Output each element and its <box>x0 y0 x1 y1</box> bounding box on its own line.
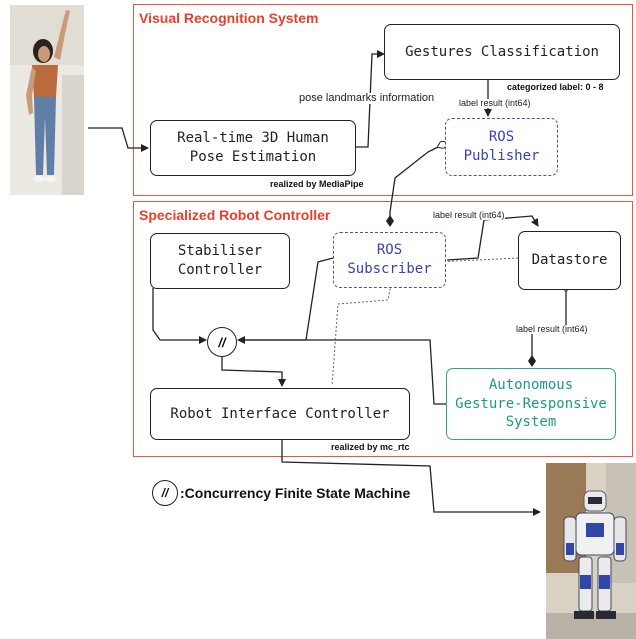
legend-text: :Concurrency Finite State Machine <box>180 485 411 501</box>
human-operator-photo <box>10 5 84 195</box>
visual-recognition-title: Visual Recognition System <box>139 10 319 26</box>
edge-photo-to-pose <box>88 127 149 152</box>
mc-rtc-note: realized by mc_rtc <box>331 442 410 452</box>
concurrency-fsm-node: // <box>207 327 237 357</box>
robot-interface-node: Robot Interface Controller <box>150 388 410 440</box>
mediapipe-note: realized by MediaPipe <box>270 179 364 189</box>
categorized-label-note: categorized label: 0 - 8 <box>507 82 604 92</box>
label-result-autonomous: label result (int64) <box>516 324 588 334</box>
edge-publisher-to-subscriber <box>390 147 438 226</box>
edge-robot-to-photo <box>281 439 541 516</box>
edge-datastore-to-robot-dotted <box>331 257 519 387</box>
edge-subscriber-to-datastore <box>446 215 539 261</box>
robot-controller-group <box>133 201 633 457</box>
ros-publisher-node: ROS Publisher <box>445 118 558 176</box>
edge-autonomous-to-cfsm <box>240 339 446 405</box>
edge-cfsm-to-robot <box>221 356 286 387</box>
stabiliser-controller-node: Stabiliser Controller <box>150 233 290 289</box>
visual-recognition-group <box>133 4 633 196</box>
pose-landmarks-label: pose landmarks information <box>299 92 435 104</box>
label-result-publisher: label result (int64) <box>459 98 531 108</box>
autonomous-gesture-node: Autonomous Gesture-Responsive System <box>446 368 616 440</box>
gestures-classification-node: Gestures Classification <box>384 24 620 80</box>
edge-stabiliser-to-cfsm <box>152 288 207 344</box>
label-result-datastore: label result (int64) <box>433 210 505 220</box>
robot-controller-title: Specialized Robot Controller <box>139 207 331 223</box>
legend-cfsm-icon: // <box>152 480 178 506</box>
humanoid-robot-photo <box>546 463 636 639</box>
pose-estimation-node: Real-time 3D Human Pose Estimation <box>150 120 356 176</box>
ros-subscriber-node: ROS Subscriber <box>333 232 446 288</box>
datastore-node: Datastore <box>518 231 621 290</box>
